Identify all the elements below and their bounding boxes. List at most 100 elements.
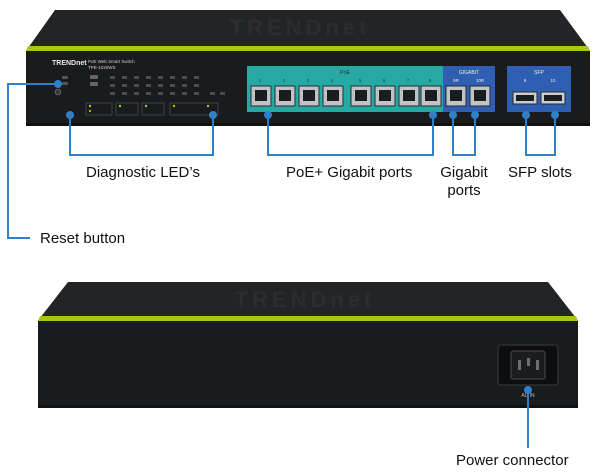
rj45-port-socket	[403, 90, 415, 101]
port-number-label: 8	[429, 78, 432, 83]
port-number-label: 3	[307, 78, 310, 83]
led-legend-box	[141, 102, 165, 116]
port-number-label: 1	[259, 78, 262, 83]
rj45-port-socket	[279, 90, 291, 101]
callout-dot	[471, 111, 479, 119]
led-legend-box	[169, 102, 219, 116]
led-legend-dot	[118, 104, 122, 108]
port-number-label: 6	[383, 78, 386, 83]
rear-top-surface	[40, 282, 576, 318]
label-diagnostic-leds: Diagnostic LED’s	[86, 164, 200, 181]
led-sys	[62, 82, 68, 85]
led	[170, 76, 175, 79]
led-legend-box	[115, 102, 139, 116]
callout-gigabit-ports	[452, 115, 476, 156]
port-number-label: 9	[524, 78, 527, 83]
rj45-port-socket	[355, 90, 367, 101]
power-pin	[518, 360, 521, 370]
sfp-slot-opening	[516, 95, 534, 101]
front-switch: TRENDnet TRENDnet PoE Web Smart Switch T…	[26, 10, 590, 126]
led	[182, 92, 187, 95]
rj45-port-socket	[379, 90, 391, 101]
gigabit-group-label: GIGABIT	[459, 70, 479, 76]
callout-poe-ports	[267, 115, 434, 156]
power-pin	[527, 358, 530, 366]
label-gigabit-ports: Gigabit ports	[436, 164, 492, 200]
led-legend-dot	[172, 104, 176, 108]
led	[146, 84, 151, 87]
rj45-port-socket	[327, 90, 339, 101]
led-legend-dot	[88, 109, 92, 113]
led-legend-dot	[88, 104, 92, 108]
callout-dot	[429, 111, 437, 119]
callout-dot	[66, 111, 74, 119]
sfp-slot-opening	[544, 95, 562, 101]
sfp-slots	[512, 91, 566, 105]
front-face-bottom	[26, 123, 590, 126]
led	[170, 84, 175, 87]
port-number-label: 4	[331, 78, 334, 83]
led	[158, 76, 163, 79]
front-top-embossed-logo: TRENDnet	[230, 15, 371, 40]
label-poe-ports: PoE+ Gigabit ports	[286, 164, 413, 181]
led	[194, 76, 199, 79]
label-gigabit-line2: ports	[447, 182, 481, 199]
callout-dot	[449, 111, 457, 119]
led	[134, 92, 139, 95]
label-gigabit-line1: Gigabit	[440, 164, 488, 181]
led	[110, 84, 115, 87]
callout-dot	[264, 111, 272, 119]
sfp-group-label: SFP	[534, 70, 544, 76]
front-model-line1: PoE Web Smart Switch	[88, 59, 135, 64]
led	[146, 92, 151, 95]
port-number-label: 9R	[453, 78, 460, 83]
reset-button[interactable]	[54, 88, 62, 96]
gigabit-ports	[445, 85, 491, 107]
rj45-port-socket	[255, 90, 267, 101]
power-pin	[536, 360, 539, 370]
led	[220, 92, 225, 95]
led-legend-dot	[206, 104, 210, 108]
led	[182, 76, 187, 79]
rear-switch: TRENDnet AC IN	[38, 282, 578, 408]
callout-dot	[524, 386, 532, 394]
callout-diagnostic-leds	[69, 115, 214, 156]
led	[158, 84, 163, 87]
power-callout	[524, 386, 532, 448]
rj45-port-socket	[303, 90, 315, 101]
led-block	[90, 82, 98, 86]
callout-dot	[209, 111, 217, 119]
led	[158, 92, 163, 95]
label-power-connector: Power connector	[456, 452, 569, 469]
led	[194, 92, 199, 95]
callout-dot	[54, 80, 62, 88]
rj45-port-socket	[425, 90, 437, 101]
led	[122, 76, 127, 79]
front-green-strip	[26, 46, 590, 51]
port-number-label: 10	[550, 78, 556, 83]
diagnostic-led-panel	[62, 75, 225, 116]
port-number-label: 7	[407, 78, 410, 83]
callout-dot	[522, 111, 530, 119]
port-number-label: 5	[359, 78, 362, 83]
poe-group-label: PoE	[340, 70, 351, 76]
poe-ports	[250, 85, 442, 107]
led-block	[90, 75, 98, 79]
led-legend-dot	[144, 104, 148, 108]
led-legend-box	[85, 102, 113, 116]
front-top-surface	[28, 10, 588, 48]
label-reset-button: Reset button	[40, 230, 126, 247]
callout-reset-button	[7, 83, 58, 239]
label-sfp-slots: SFP slots	[508, 164, 572, 181]
led	[110, 92, 115, 95]
led	[110, 76, 115, 79]
port-number-label: 2	[283, 78, 286, 83]
callout-dot	[551, 111, 559, 119]
rear-green-strip	[38, 316, 578, 321]
rear-top-embossed-logo: TRENDnet	[235, 287, 376, 312]
led	[210, 92, 215, 95]
led	[194, 84, 199, 87]
led	[146, 76, 151, 79]
